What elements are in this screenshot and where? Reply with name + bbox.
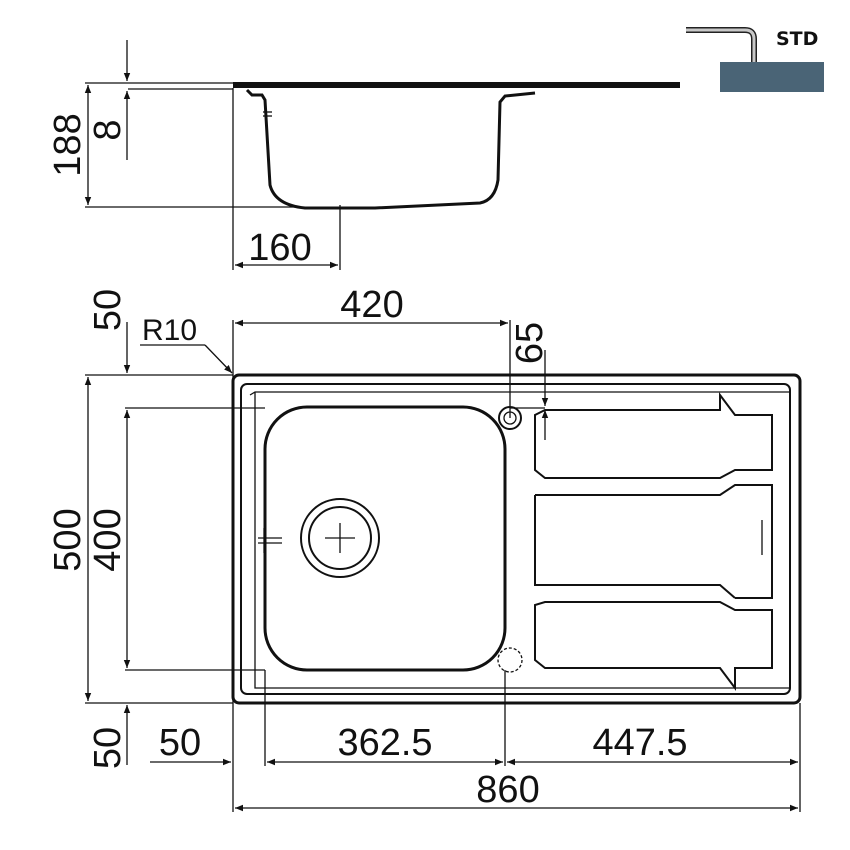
tap-hole-icon [497,647,523,673]
dim-drainer-span: 447.5 [592,722,687,764]
dim-overflow-offset: 65 [509,322,551,364]
std-label: STD [776,28,818,50]
dim-left-margin: 50 [159,722,201,764]
top-view: R10 420 65 50 500 400 50 50 362.5 447.5 … [47,284,802,812]
drainboard [534,392,773,691]
dim-top-margin: 50 [87,289,129,331]
dim-overall-depth: 500 [47,508,89,571]
sink-rim-icon [686,28,756,62]
drain-icon [300,498,380,578]
installation-type-legend: STD [686,27,824,92]
sink-outline [231,373,802,705]
dim-bottom-margin: 50 [87,727,129,769]
bowl-profile [245,88,536,210]
dim-bowl-width: 420 [340,284,403,326]
countertop-icon [720,62,824,92]
dim-corner-radius: R10 [142,314,197,347]
dim-rim-thickness: 8 [87,119,129,140]
dim-overall-width: 860 [476,769,539,811]
side-view: 188 8 160 [47,40,680,270]
dim-bowl-center-span: 362.5 [337,722,432,764]
dim-bowl-depth: 400 [87,508,129,571]
dim-drain-offset: 160 [248,227,311,269]
dim-total-height: 188 [47,113,89,176]
sink-rim-profile [233,82,680,88]
